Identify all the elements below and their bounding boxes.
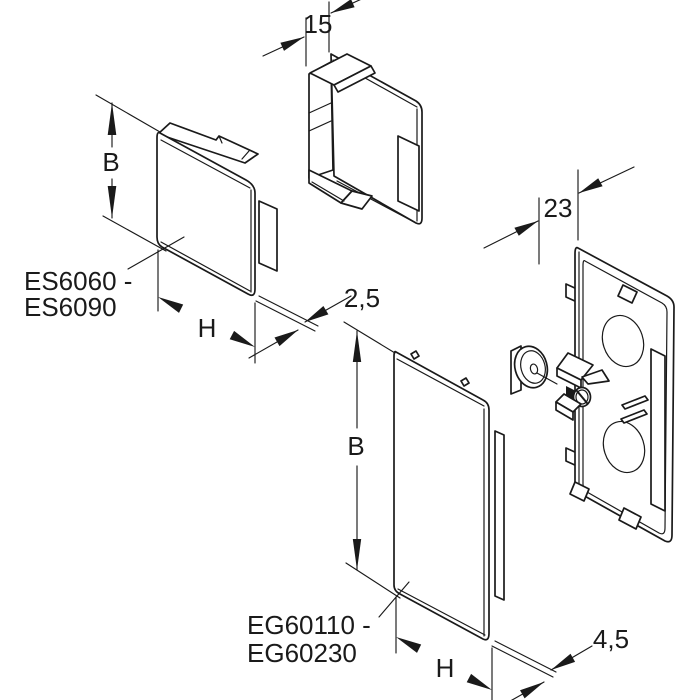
dim-cap-height: B: [95, 94, 167, 252]
knob-leader-line: [536, 372, 558, 385]
label-cap-range: ES6060 - ES6090: [24, 236, 185, 322]
panel-face: [393, 350, 490, 641]
plate-clip-top: [617, 284, 638, 304]
cap-range-line2: ES6090: [24, 292, 117, 322]
screw-slot: [576, 390, 588, 404]
dim-value-panel-height: B: [347, 431, 364, 461]
dim-cap-thickness: 2,5: [248, 283, 380, 359]
cap-range-line1: ES6060 -: [24, 266, 132, 296]
dim-plate-depth: 23: [483, 166, 635, 265]
dim-panel-thickness: 4,5: [491, 624, 629, 700]
end-cap-rear-view: [308, 53, 423, 225]
knockout-upper: [601, 314, 645, 368]
plate-inner-frame: [582, 259, 668, 535]
dim-value-panel-width: H: [436, 653, 455, 683]
knob-hole: [529, 363, 539, 375]
witness-line: [345, 562, 401, 599]
end-cap-front-view: [156, 122, 278, 297]
witness-line: [343, 321, 396, 354]
witness-line: [102, 215, 167, 252]
label-panel-range: EG60110 - EG60230: [247, 581, 410, 668]
dim-value-cap-depth: 15: [304, 9, 333, 39]
panel-clip-nub-1: [410, 350, 420, 360]
panel-edge-top: [396, 358, 485, 407]
clamp-lower-face: [555, 401, 574, 421]
dim-arrowhead: [352, 331, 362, 362]
clamp-assembly: [555, 352, 610, 421]
dim-cap-depth: 15: [262, 0, 361, 67]
front-cap-side-wall: [258, 200, 278, 272]
thickness-face-line: [258, 295, 319, 327]
dim-arrowhead: [396, 637, 422, 653]
dim-panel-width: H: [395, 596, 493, 700]
rear-cap-edge-bottom: [336, 180, 417, 224]
dim-panel-height: B: [343, 321, 401, 599]
dim-arrowhead: [551, 653, 576, 670]
thickness-face-line: [491, 645, 554, 678]
dim-value-plate-depth: 23: [544, 193, 573, 223]
label-leader-line: [127, 236, 185, 270]
panel-range-line2: EG60230: [247, 638, 357, 668]
plate-outline: [574, 246, 675, 543]
dim-value-cap-height: B: [102, 147, 119, 177]
dim-arrowhead: [158, 297, 184, 313]
dim-arrowhead: [514, 221, 538, 236]
rear-cap-clip-bottom-lip: [340, 190, 373, 210]
rear-cap-clip-bottom-fold: [311, 181, 345, 202]
panel-front-view: [393, 350, 505, 641]
plate-slot-1: [621, 395, 649, 410]
plate-clip-bottom-1: [569, 481, 590, 502]
dim-arrowhead: [520, 682, 544, 699]
plate-clip-bottom-2: [618, 507, 642, 530]
dim-arrowhead: [229, 330, 255, 347]
end-plate-view: [565, 246, 675, 543]
front-cap-edge-bottom: [160, 241, 251, 292]
panel-side-wall: [494, 430, 505, 601]
dim-value-cap-thickness: 2,5: [344, 283, 380, 313]
retaining-knob: [510, 345, 558, 395]
thickness-face-line: [255, 300, 316, 332]
dim-arrowhead: [331, 0, 355, 13]
panel-range-line1: EG60110 -: [247, 610, 371, 640]
panel-clip-nub-2: [460, 377, 470, 387]
knob-disc-face: [520, 350, 546, 384]
dim-arrowhead: [305, 306, 329, 322]
dim-arrowhead: [352, 539, 362, 570]
plate-latch-strip: [650, 348, 666, 512]
panel-edge-bottom: [397, 588, 486, 636]
dim-arrowhead: [107, 186, 117, 218]
knockout-lower: [602, 420, 646, 474]
dim-arrowhead: [274, 330, 298, 347]
front-cap-flange-fold: [218, 135, 250, 160]
clamp-barb: [581, 369, 610, 385]
front-cap-face: [156, 131, 256, 297]
witness-line: [95, 94, 161, 133]
label-leader-line: [378, 581, 410, 618]
dim-value-panel-thickness: 4,5: [593, 624, 629, 654]
dim-arrowhead: [579, 178, 603, 193]
dim-arrowhead: [466, 673, 492, 690]
rear-cap-recess: [397, 135, 420, 212]
rear-cap-wall-notch: [308, 102, 332, 132]
thickness-face-line: [494, 640, 557, 673]
rear-cap-clip-top-lip: [333, 65, 376, 93]
dim-cap-width: H: [157, 249, 256, 364]
front-cap-edge-top: [160, 139, 251, 189]
dim-arrowhead: [107, 103, 117, 135]
screw-head-rim: [575, 389, 589, 405]
dim-arrowhead: [280, 37, 304, 51]
plate-slot-2: [620, 409, 648, 424]
dim-value-cap-width: H: [198, 313, 217, 343]
